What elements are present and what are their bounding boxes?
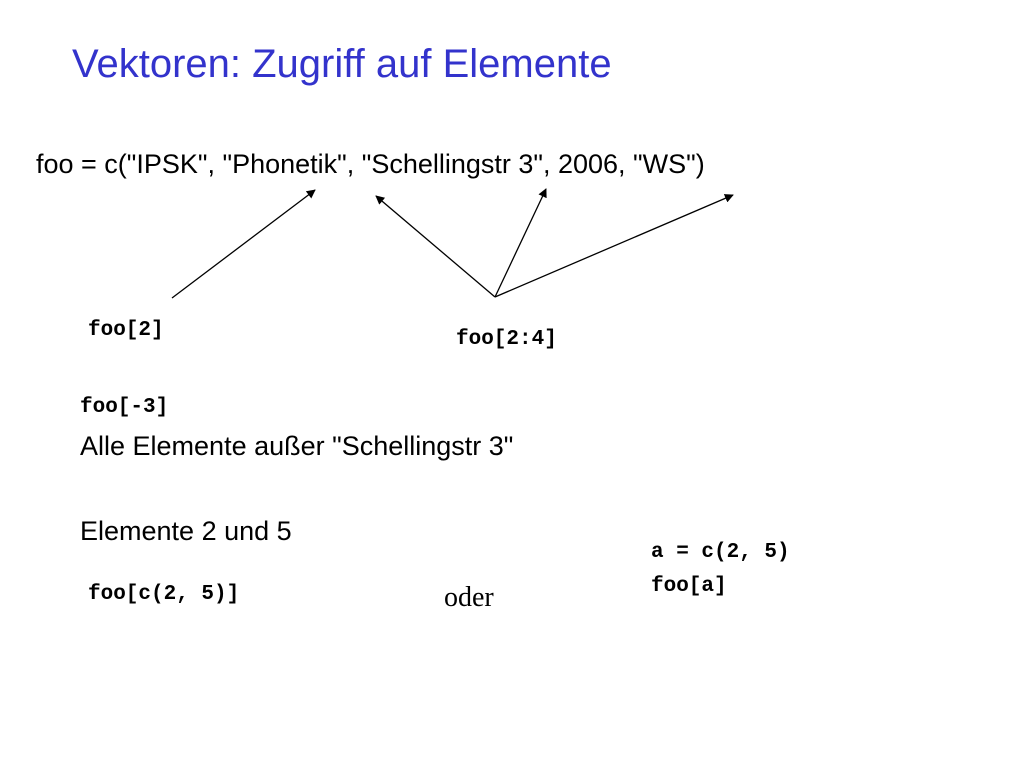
label-foo-2-4: foo[2:4]: [456, 328, 557, 351]
oder-text: oder: [444, 582, 494, 613]
slide-title: Vektoren: Zugriff auf Elemente: [72, 42, 612, 86]
arrow-range-to-2006: [494, 194, 734, 298]
arrow-range-to-phonetik: [375, 195, 496, 298]
label-foo-c-2-5: foo[c(2, 5)]: [88, 583, 240, 606]
label-foo-2: foo[2]: [88, 319, 164, 342]
elements-heading: Elemente 2 und 5: [80, 516, 292, 546]
alt-index-line: foo[a]: [651, 575, 727, 598]
negative-description: Alle Elemente außer "Schellingstr 3": [80, 431, 514, 461]
alt-assign-line: a = c(2, 5): [651, 541, 790, 564]
arrow-foo2-to-phonetik: [171, 189, 316, 299]
assignment-line: foo = c("IPSK", "Phonetik", "Schellingst…: [36, 149, 705, 179]
label-foo-neg-3: foo[-3]: [80, 396, 169, 419]
arrow-range-to-schellingstr: [494, 188, 547, 298]
